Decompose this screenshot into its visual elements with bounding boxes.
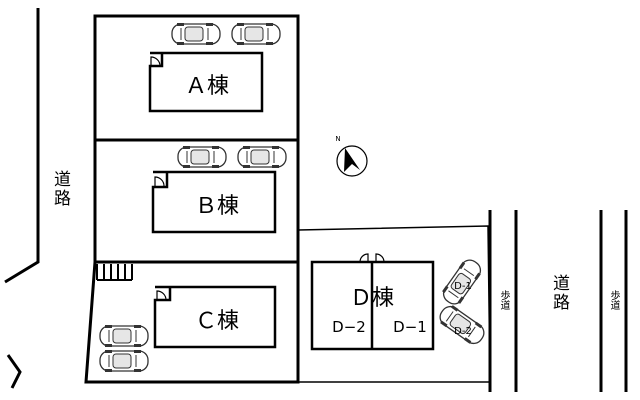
building-d-label: Ｄ棟	[350, 286, 394, 311]
building-b-label: Ｂ棟	[195, 194, 239, 219]
parking-car-c1	[99, 324, 149, 348]
parking-car-c2	[99, 349, 149, 373]
door-d2	[359, 253, 369, 263]
parking-d2-label: D-2	[454, 326, 472, 337]
left-road-corner	[6, 354, 22, 389]
unit-d1-label: D−1	[393, 318, 427, 336]
left-road-label: 道路	[50, 170, 70, 208]
building-c	[153, 285, 277, 349]
parking-car-b1	[177, 145, 227, 169]
door-a	[150, 56, 161, 67]
door-d1	[375, 253, 385, 263]
left-road-edge	[4, 8, 40, 284]
building-c-label: Ｃ棟	[195, 309, 239, 334]
right-road-label: 道路	[549, 274, 569, 312]
sidewalk-label-2: 歩道	[608, 290, 619, 310]
compass-north-label: N	[335, 135, 340, 143]
door-b	[154, 176, 165, 187]
stairs	[96, 264, 133, 281]
parking-car-d2	[435, 301, 489, 349]
parking-car-b2	[237, 145, 287, 169]
sidewalk-label-1: 歩道	[498, 290, 509, 310]
building-a	[148, 51, 264, 113]
door-c	[156, 290, 167, 301]
unit-d2-label: D−2	[332, 318, 366, 336]
parking-car-a1	[171, 22, 221, 46]
compass-north-arrow-icon	[344, 148, 360, 172]
compass	[336, 145, 368, 177]
parking-d1-label: D-1	[454, 281, 472, 292]
parking-car-a2	[231, 22, 281, 46]
building-a-label: Ａ棟	[185, 74, 229, 99]
building-b	[151, 170, 277, 234]
